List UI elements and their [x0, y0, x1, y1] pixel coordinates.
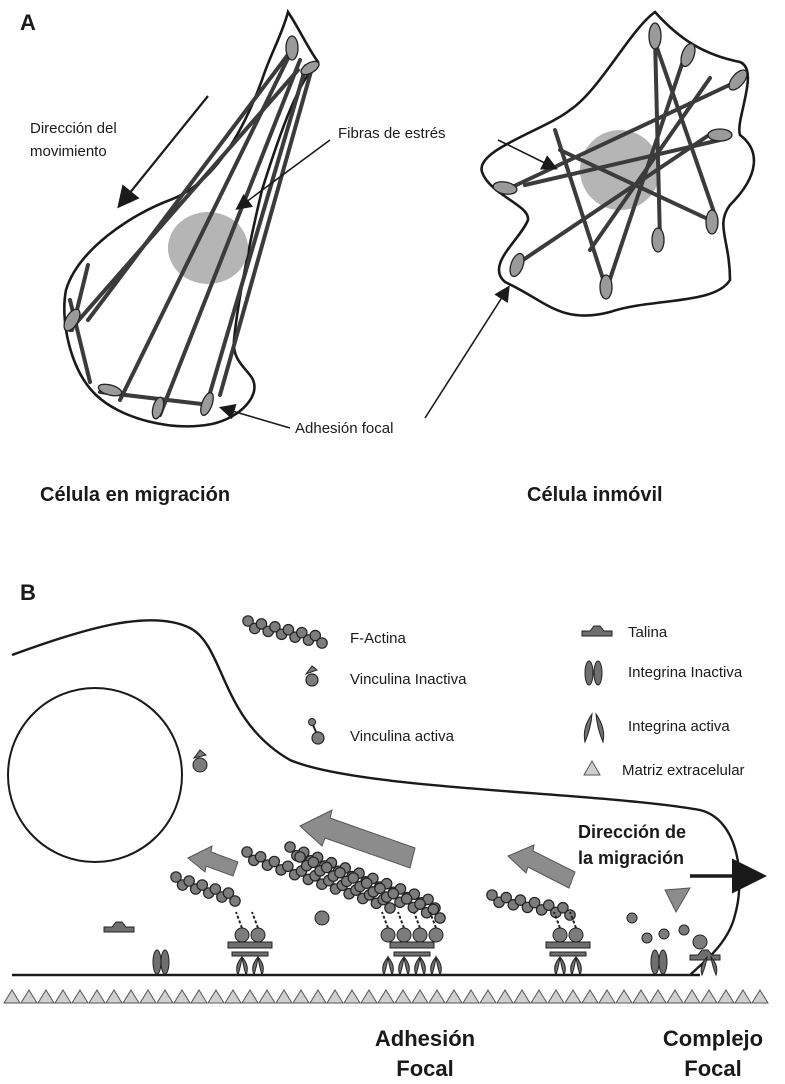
- legend-label-inactive-vinculin: Vinculina Inactiva: [350, 671, 466, 688]
- active-integrin-icon: [584, 714, 603, 742]
- focal-complex-caption-line2: Focal: [648, 1054, 778, 1084]
- focal-complex-caption-line1: Complejo: [648, 1024, 778, 1054]
- stress-fiber-pointer: [238, 140, 330, 208]
- focal-adhesion-caption-line1: Adhesión: [360, 1024, 490, 1054]
- stress-fiber-pointer-right: [498, 140, 555, 168]
- migration-direction-label-line1: Dirección de: [578, 822, 686, 843]
- movement-direction-label-line2: movimiento: [30, 143, 107, 160]
- f-actin-icon: [243, 616, 327, 648]
- focal-adhesion-caption: Adhesión Focal: [360, 1024, 490, 1084]
- focal-adhesion-label: Adhesión focal: [295, 420, 393, 437]
- legend-label-talin: Talina: [628, 624, 667, 641]
- inactive-integrin-icon: [585, 661, 602, 685]
- focal-adhesion-caption-line2: Focal: [360, 1054, 490, 1084]
- panel-a-letter: A: [20, 10, 36, 36]
- talin-icon: [582, 626, 612, 636]
- movement-direction-label-line1: Dirección del: [30, 120, 117, 137]
- extracellular-matrix: [4, 990, 768, 1003]
- legend-label-active-integrin: Integrina activa: [628, 718, 730, 735]
- adhesion-pointer-left: [222, 408, 290, 428]
- adhesion-pointer-right: [425, 288, 508, 418]
- focal-complex-caption: Complejo Focal: [648, 1024, 778, 1084]
- legend-label-f-actin: F-Actina: [350, 630, 406, 647]
- legend-label-active-vinculin: Vinculina activa: [350, 728, 454, 745]
- migrating-cell-caption: Célula en migración: [40, 484, 230, 507]
- stress-fibers: [510, 38, 740, 285]
- migrating-cell: [61, 12, 330, 428]
- migration-direction-label-line2: la migración: [578, 848, 684, 869]
- legend-icons: [243, 616, 612, 775]
- legend-label-inactive-integrin: Integrina Inactiva: [628, 664, 742, 681]
- panel-b-letter: B: [20, 580, 36, 606]
- active-vinculin-icon: [309, 719, 325, 745]
- cell-nucleus: [8, 688, 182, 862]
- legend-label-ecm: Matriz extracelular: [622, 762, 745, 779]
- ecm-triangle-icon: [584, 761, 600, 775]
- inactive-vinculin-icon: [306, 666, 318, 686]
- immobile-cell-caption: Célula inmóvil: [527, 484, 663, 507]
- stress-fibers-label: Fibras de estrés: [338, 125, 446, 142]
- immobile-cell: [425, 12, 754, 418]
- adhesion-complexes: [228, 912, 590, 975]
